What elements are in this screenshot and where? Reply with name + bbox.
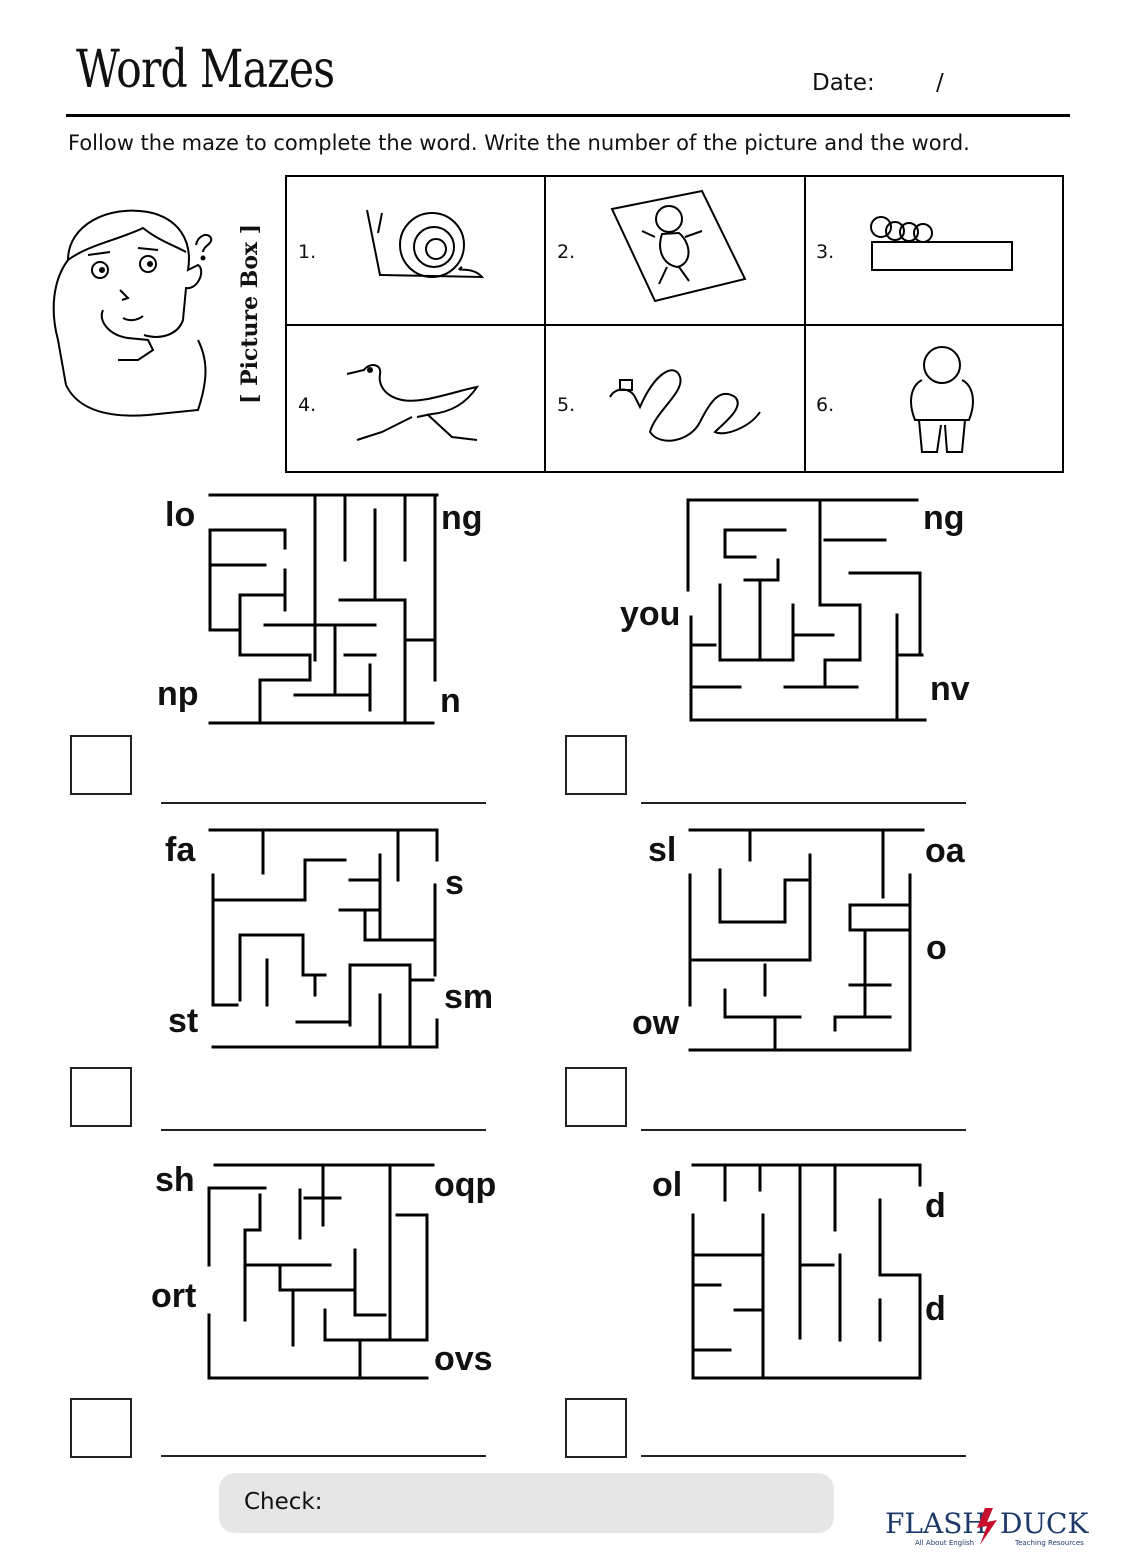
maze-4-option-2: o — [926, 929, 947, 967]
maze-6-answer-line[interactable] — [641, 1455, 966, 1457]
maze-4-answer-line[interactable] — [641, 1129, 966, 1131]
picture-number-3: 3. — [816, 241, 835, 263]
flash-duck-logo: FLASH DUCK All About English Teaching Re… — [885, 1507, 1089, 1547]
maze-5-answer-line[interactable] — [161, 1455, 486, 1457]
maze-6-walls — [691, 1163, 922, 1380]
picture-number-6: 6. — [816, 394, 835, 416]
maze-1-walls — [208, 493, 439, 725]
maze-5 — [205, 1160, 435, 1385]
running-ostrich-icon — [346, 364, 480, 441]
check-bar: Check: — [219, 1473, 834, 1533]
maze-5-number-box[interactable] — [70, 1398, 132, 1458]
date-slash: / — [936, 70, 944, 96]
maze-2-answer-line[interactable] — [641, 802, 966, 804]
maze-2-number-box[interactable] — [565, 735, 627, 795]
maze-3 — [205, 825, 445, 1055]
maze-2-option-2: nv — [930, 670, 970, 708]
header-rule — [66, 114, 1070, 117]
maze-2 — [685, 495, 930, 725]
baby-on-blanket-icon — [610, 189, 747, 303]
maze-3-walls — [208, 828, 439, 1049]
old-man-icon — [910, 346, 974, 453]
maze-3-option-1: s — [445, 864, 464, 902]
picture-number-2: 2. — [557, 241, 576, 263]
maze-4-start: sl — [648, 831, 677, 869]
maze-4-option-1: oa — [925, 832, 965, 870]
maze-1-option-1: ng — [441, 499, 483, 537]
picture-number-4: 4. — [298, 394, 317, 416]
page-title: Word Mazes — [76, 40, 335, 100]
maze-5-walls — [207, 1163, 435, 1380]
picture-number-1: 1. — [298, 241, 317, 263]
picture-box-label: [ Picture Box ] — [237, 223, 263, 404]
maze-4 — [685, 825, 925, 1057]
maze-2-option-1: ng — [923, 499, 965, 537]
svg-text:Teaching Resources: Teaching Resources — [1014, 1539, 1084, 1547]
maze-1-start: lo — [165, 496, 196, 534]
maze-1-number-box[interactable] — [70, 735, 132, 795]
maze-5-option-1: oqp — [434, 1166, 497, 1204]
maze-3-option-2: st — [168, 1002, 199, 1040]
maze-6-number-box[interactable] — [565, 1398, 627, 1458]
snail-icon — [366, 209, 485, 279]
svg-text:All About English: All About English — [915, 1539, 974, 1547]
maze-3-answer-line[interactable] — [161, 1129, 486, 1131]
maze-4-walls — [688, 828, 925, 1052]
snake-with-hat-icon — [609, 369, 761, 442]
thinking-boy-icon — [52, 209, 213, 417]
maze-1-option-3: n — [440, 682, 461, 720]
maze-1-option-2: np — [157, 675, 199, 713]
maze-5-option-2: ort — [151, 1277, 197, 1315]
maze-1-answer-line[interactable] — [161, 802, 486, 804]
maze-1 — [205, 490, 445, 730]
maze-6-option-1: d — [925, 1187, 946, 1225]
maze-4-option-3: ow — [632, 1004, 680, 1042]
check-label: Check: — [244, 1489, 323, 1515]
caterpillar-on-ruler-icon — [870, 216, 1013, 271]
maze-6-option-2: d — [925, 1290, 946, 1328]
maze-5-option-3: ovs — [434, 1340, 493, 1378]
picture-box: 1. 2. 3. 4. 5. 6. — [285, 175, 1064, 473]
picture-number-5: 5. — [557, 394, 576, 416]
maze-3-number-box[interactable] — [70, 1067, 132, 1127]
svg-text:FLASH: FLASH — [885, 1507, 987, 1540]
date-label: Date: — [812, 70, 875, 96]
maze-3-option-3: sm — [444, 978, 494, 1016]
instructions: Follow the maze to complete the word. Wr… — [68, 131, 970, 155]
maze-4-number-box[interactable] — [565, 1067, 627, 1127]
maze-2-walls — [686, 498, 927, 722]
svg-text:DUCK: DUCK — [1000, 1507, 1089, 1540]
maze-6-start: ol — [652, 1166, 683, 1204]
maze-2-start: you — [620, 595, 681, 633]
maze-6 — [685, 1160, 925, 1385]
maze-5-start: sh — [155, 1161, 195, 1199]
maze-3-start: fa — [165, 831, 196, 869]
